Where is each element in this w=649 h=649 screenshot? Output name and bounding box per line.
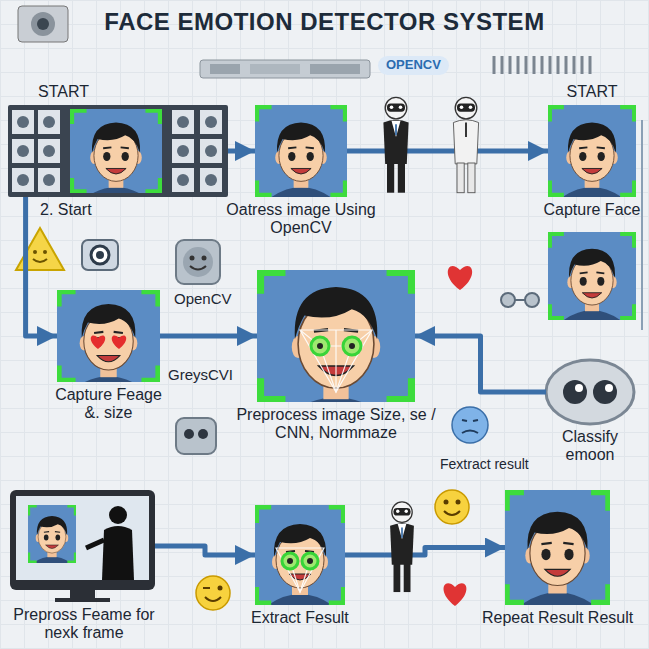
node-caption: Extract Fesult [251,609,349,627]
flow-arrow [228,149,255,154]
tool-label: OpenCV [174,290,232,307]
flow-arrow [347,149,548,154]
step-label: GreysCVI [168,366,233,383]
flow-arrow [415,336,546,392]
picture-node: Capture Feage &. size [57,290,160,382]
picture-node: Oatress image Using OpenCV [255,105,347,197]
flow-arrow [345,548,505,556]
node-caption: Capture Face [544,201,641,219]
node-caption: Prepross Feame for nexk frame [4,606,164,643]
node-caption: Capture Feage &. size [49,386,169,423]
node-caption: START [567,83,618,101]
step-label: Fextract result [440,456,529,472]
picture-node: STARTCapture Face [548,105,636,197]
picture-node: Preprocess image Size, se / CNN, Normmaz… [257,270,415,402]
node-caption: Repeat Result Result [482,609,633,627]
node-caption: START [38,83,89,101]
picture-node: Classify emoon [546,360,634,424]
node-caption: Oatress image Using OpenCV [221,201,381,238]
software-badge: OPENCV [378,56,449,75]
node-caption: Preprocess image Size, se / CNN, Normmaz… [231,406,441,443]
picture-node: START2. Start [8,105,228,197]
node-caption: 2. Start [40,201,92,219]
picture-node: Repeat Result Result [505,490,610,605]
picture-node: Prepross Feame for nexk frame [10,490,155,602]
flow-arrow [155,546,255,555]
diagram-title: FACE EMOTION DETECTOR SYSTEM [0,8,649,36]
node-caption: Classify emoon [540,428,640,465]
picture-node: Extract Fesult [255,505,345,605]
flow-arrow [160,334,257,339]
